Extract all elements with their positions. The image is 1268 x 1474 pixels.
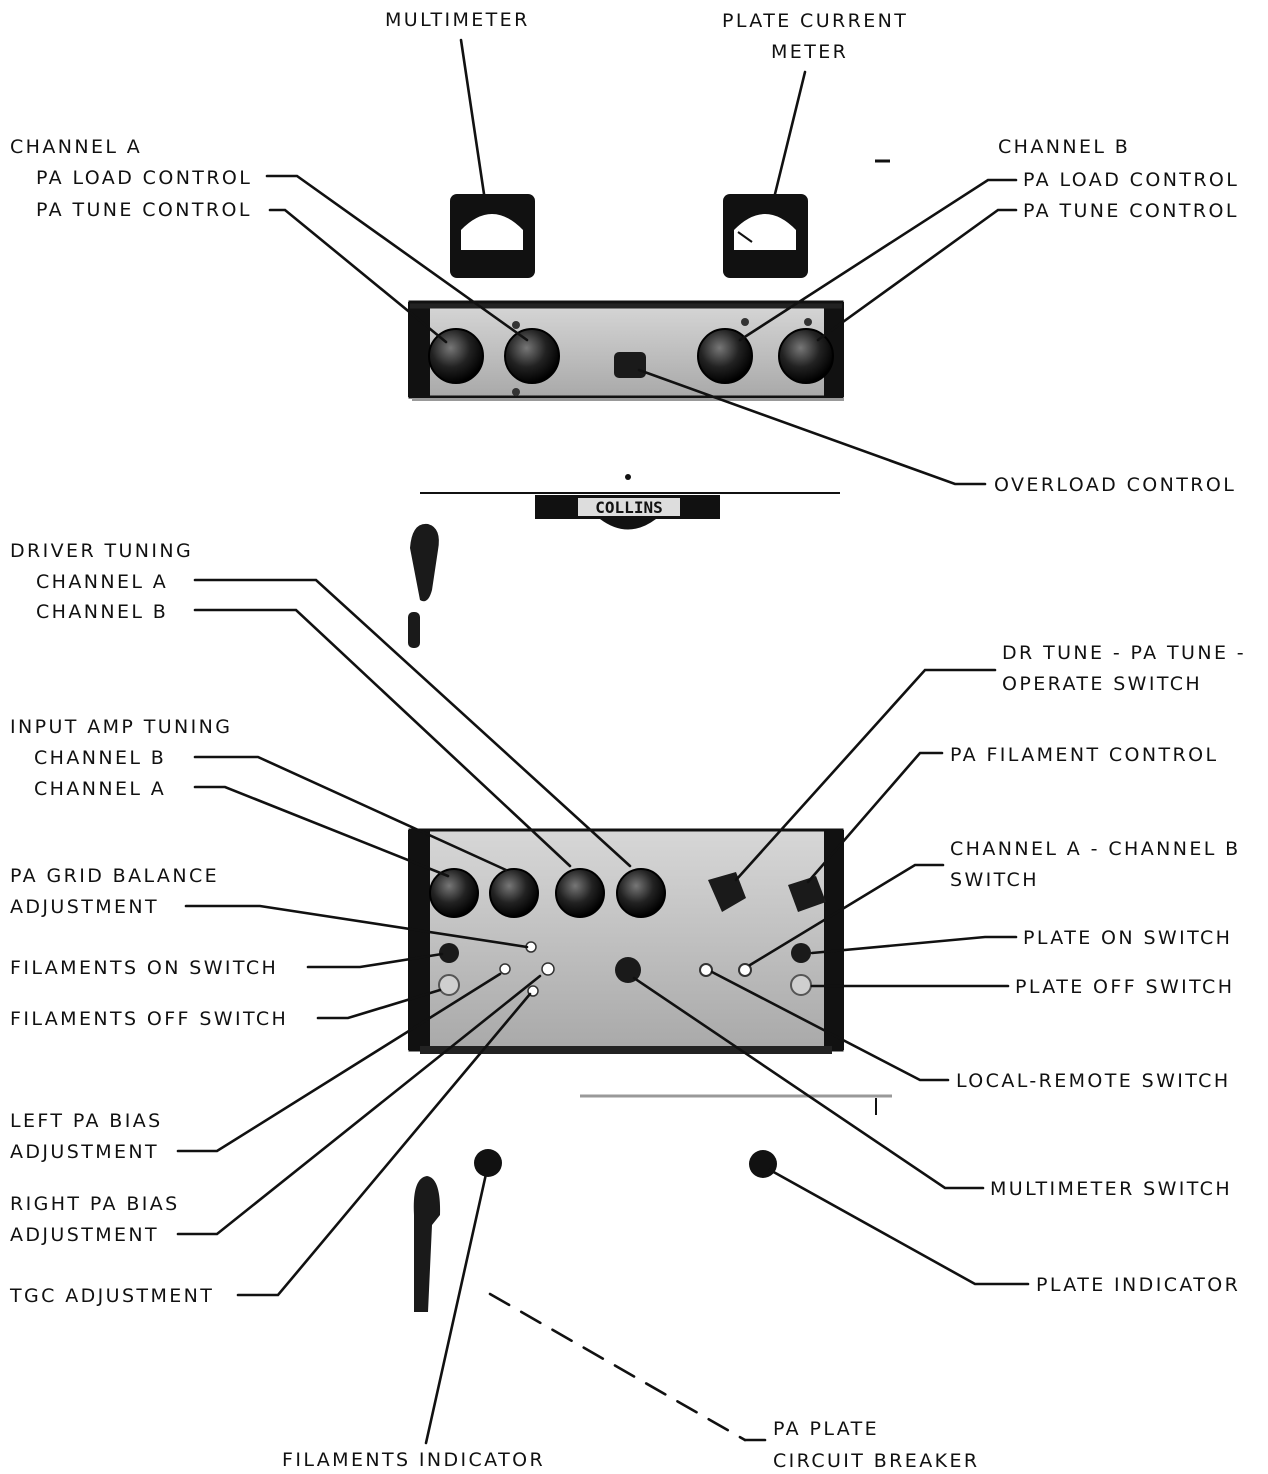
multimeter-switch-knob[interactable] (615, 957, 641, 983)
label-multimeter: MULTIMETER (385, 9, 530, 31)
label-plate-indicator: PLATE INDICATOR (1036, 1274, 1240, 1296)
label-filaments-on: FILAMENTS ON SWITCH (10, 957, 278, 979)
input-amp-ch-b-knob[interactable] (489, 868, 539, 918)
label-ch-ab-switch-2: SWITCH (950, 869, 1039, 891)
leader-lines (176, 38, 1030, 1445)
plate-on-button[interactable] (791, 943, 811, 963)
label-left-pa-bias-1: LEFT PA BIAS (10, 1110, 163, 1132)
pa-plate-circuit-breaker-handle[interactable] (413, 1176, 441, 1312)
left-pa-bias-screw[interactable] (499, 963, 511, 975)
label-right-pa-bias-1: RIGHT PA BIAS (10, 1193, 180, 1215)
label-pa-grid-balance-1: PA GRID BALANCE (10, 865, 219, 887)
label-driver-ch-a: CHANNEL A (36, 571, 168, 593)
label-right-pa-bias-2: ADJUSTMENT (10, 1224, 159, 1246)
label-ch-a-pa-load: PA LOAD CONTROL (36, 167, 252, 189)
label-pa-plate-cb-2: CIRCUIT BREAKER (773, 1450, 979, 1472)
overload-control-knob[interactable] (614, 352, 646, 378)
label-filaments-indicator: FILAMENTS INDICATOR (282, 1449, 545, 1471)
plate-off-button[interactable] (790, 974, 812, 996)
plate-current-meter-gauge (723, 194, 808, 278)
label-ch-b-pa-load: PA LOAD CONTROL (1023, 169, 1239, 191)
ch-b-pa-tune-knob[interactable] (778, 328, 834, 384)
label-driver-ch-b: CHANNEL B (36, 601, 168, 623)
multimeter-gauge (450, 194, 535, 278)
right-pa-bias-screw[interactable] (541, 962, 555, 976)
label-local-remote: LOCAL-REMOTE SWITCH (956, 1070, 1231, 1092)
collins-nameplate: COLLINS (535, 495, 720, 530)
local-remote-toggle[interactable] (699, 963, 713, 977)
label-plate-current-2: METER (771, 41, 848, 63)
label-ch-ab-switch-1: CHANNEL A - CHANNEL B (950, 838, 1241, 860)
upper-door-handle[interactable] (408, 523, 439, 648)
filaments-on-button[interactable] (439, 943, 459, 963)
label-driver-tuning: DRIVER TUNING (10, 540, 193, 562)
plate-indicator-lamp (749, 1150, 777, 1178)
label-plate-current-1: PLATE CURRENT (722, 10, 908, 32)
input-amp-ch-a-knob[interactable] (429, 868, 479, 918)
label-dr-tune-1: DR TUNE - PA TUNE - (1002, 642, 1246, 664)
callout-labels: MULTIMETER PLATE CURRENT METER CHANNEL A… (9, 9, 1246, 1472)
label-dr-tune-2: OPERATE SWITCH (1002, 673, 1202, 695)
label-pa-filament-control: PA FILAMENT CONTROL (950, 744, 1218, 766)
label-filaments-off: FILAMENTS OFF SWITCH (10, 1008, 288, 1030)
filaments-indicator-lamp (474, 1149, 502, 1177)
driver-ch-b-knob[interactable] (555, 868, 605, 918)
label-input-ch-a: CHANNEL A (34, 778, 166, 800)
dr-tune-operate-switch-knob[interactable] (708, 872, 746, 912)
label-plate-on: PLATE ON SWITCH (1023, 927, 1232, 949)
label-pa-grid-balance-2: ADJUSTMENT (10, 896, 159, 918)
label-overload-control: OVERLOAD CONTROL (994, 474, 1236, 496)
ch-a-pa-tune-knob[interactable] (428, 328, 484, 384)
label-input-ch-b: CHANNEL B (34, 747, 166, 769)
label-input-amp-tuning: INPUT AMP TUNING (10, 716, 232, 738)
label-multimeter-switch: MULTIMETER SWITCH (990, 1178, 1232, 1200)
filaments-off-button[interactable] (438, 974, 460, 996)
label-tgc-adjustment: TGC ADJUSTMENT (9, 1285, 214, 1307)
driver-ch-a-knob[interactable] (616, 868, 666, 918)
channel-ab-toggle[interactable] (738, 963, 752, 977)
label-ch-b-pa-tune: PA TUNE CONTROL (1023, 200, 1239, 222)
label-channel-a-header: CHANNEL A (10, 136, 142, 158)
ch-a-pa-load-knob[interactable] (504, 328, 560, 384)
ch-b-pa-load-knob[interactable] (697, 328, 753, 384)
label-ch-a-pa-tune: PA TUNE CONTROL (36, 199, 252, 221)
label-left-pa-bias-2: ADJUSTMENT (10, 1141, 159, 1163)
label-channel-b-header: CHANNEL B (998, 136, 1130, 158)
brand-nameplate-text: COLLINS (595, 498, 662, 517)
label-plate-off: PLATE OFF SWITCH (1015, 976, 1234, 998)
label-pa-plate-cb-1: PA PLATE (773, 1418, 879, 1440)
pa-filament-control-knob[interactable] (788, 876, 826, 912)
